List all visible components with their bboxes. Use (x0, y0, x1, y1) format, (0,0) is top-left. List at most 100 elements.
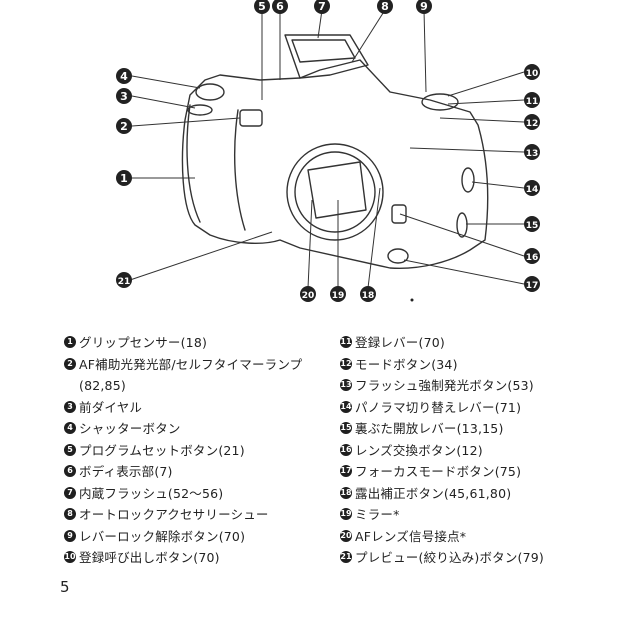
callout-5: 5 (254, 0, 270, 14)
prism (284, 34, 369, 79)
camera-body (181, 59, 489, 270)
legend-label: グリップセンサー(18) (79, 335, 208, 350)
legend-number-badge: 8 (64, 508, 76, 520)
legend-label: 裏ぶた開放レバー(13,15) (355, 421, 504, 436)
legend-label: フォーカスモードボタン(75) (355, 464, 522, 479)
svg-text:18: 18 (362, 291, 375, 301)
camera-diagram: 4 3 2 1 5 6 7 8 9 10 11 12 13 14 15 16 1… (116, 0, 540, 302)
callout-2: 2 (116, 118, 132, 134)
legend-label: 露出補正ボタン(45,61,80) (355, 485, 512, 501)
legend-number-badge: 19 (340, 508, 352, 520)
legend-number-badge: 11 (340, 336, 352, 348)
callout-12: 12 (524, 114, 540, 130)
lens-release-shape (391, 204, 407, 224)
callout-18: 18 (360, 286, 376, 302)
legend-number-badge: 18 (340, 486, 352, 499)
legend-number-badge: 20 (340, 529, 352, 542)
callout-10: 10 (524, 64, 540, 80)
svg-text:1: 1 (120, 172, 128, 185)
callout-21: 21 (116, 272, 132, 288)
legend-label: ボディ表示部(7) (79, 464, 173, 479)
callout-4: 4 (116, 68, 132, 84)
callout-13: 13 (524, 144, 540, 160)
callout-6: 6 (272, 0, 288, 14)
legend-label: ミラー* (355, 507, 400, 522)
svg-text:9: 9 (420, 0, 428, 13)
callout-15: 15 (524, 216, 540, 232)
legend-number-badge: 7 (64, 486, 76, 499)
focus-mode-button-shape (387, 248, 409, 264)
dot-mark (410, 298, 414, 302)
svg-text:11: 11 (526, 97, 539, 107)
legend-label: プレビュー(絞り込み)ボタン(79) (355, 550, 545, 565)
svg-text:6: 6 (276, 0, 284, 13)
svg-text:10: 10 (526, 69, 539, 79)
legend-number-badge: 14 (340, 400, 352, 413)
svg-text:2: 2 (120, 120, 128, 133)
callout-8: 8 (377, 0, 393, 14)
legend-label: 登録レバー(70) (355, 335, 445, 350)
callout-1: 1 (116, 170, 132, 186)
legend-label: 前ダイヤル (79, 399, 143, 415)
legend-label: フラッシュ強制発光ボタン(53) (355, 378, 534, 393)
legend-label: モードボタン(34) (355, 356, 458, 372)
side-lever-shape (456, 212, 468, 238)
svg-text:7: 7 (318, 0, 326, 13)
svg-text:15: 15 (526, 221, 539, 231)
svg-text:12: 12 (526, 119, 539, 129)
legend-number-badge: 15 (340, 422, 352, 434)
callout-19: 19 (330, 286, 346, 302)
svg-text:3: 3 (120, 90, 128, 103)
legend-number-badge: 13 (340, 379, 352, 391)
svg-text:5: 5 (258, 0, 266, 13)
mode-dial-shape (421, 93, 459, 111)
callout-11: 11 (524, 92, 540, 108)
lens-mount-outer (286, 143, 384, 241)
side-button-shape (461, 167, 475, 193)
legend-number-badge: 6 (64, 465, 76, 477)
svg-text:17: 17 (526, 281, 539, 291)
legend-label: プログラムセットボタン(21) (79, 442, 245, 458)
svg-text:20: 20 (302, 291, 315, 301)
legend-label: AF補助光発光部/セルフタイマーランプ (82,85) (79, 356, 303, 394)
svg-text:21: 21 (118, 277, 131, 287)
lens-mount-inner (294, 151, 376, 233)
callout-14: 14 (524, 180, 540, 196)
callout-17: 17 (524, 276, 540, 292)
callout-7: 7 (314, 0, 330, 14)
legend-number-badge: 10 (64, 551, 76, 563)
callout-3: 3 (116, 88, 132, 104)
front-dial-shape (187, 104, 213, 116)
legend-label: 登録呼び出しボタン(70) (79, 550, 220, 565)
grip (186, 104, 246, 231)
legend-number-badge: 9 (64, 529, 76, 542)
legend-label: レバーロック解除ボタン(70) (79, 528, 246, 544)
legend-number-badge: 4 (64, 422, 76, 434)
page-number: 5 (60, 578, 70, 596)
legend-number-badge: 17 (340, 465, 352, 477)
legend-number-badge: 16 (340, 443, 352, 456)
legend-number-badge: 2 (64, 357, 76, 370)
af-assist-window (239, 109, 263, 127)
legend-number-badge: 1 (64, 336, 76, 348)
svg-text:14: 14 (526, 185, 539, 195)
